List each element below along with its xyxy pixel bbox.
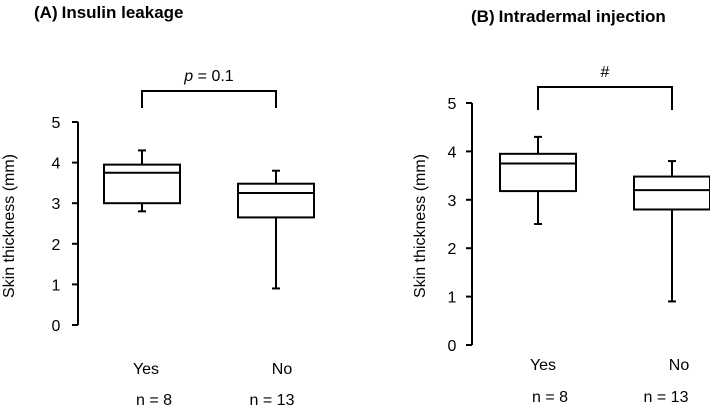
panel-b-category-yes: Yes <box>530 357 556 374</box>
box-yes <box>499 135 577 225</box>
panel-b-n-yes: n = 8 <box>532 389 568 405</box>
y-tick-label: 3 <box>52 196 61 213</box>
box-no <box>237 169 315 290</box>
y-tick-label: 5 <box>448 96 457 113</box>
y-tick-label: 4 <box>448 144 457 161</box>
iqr-box <box>633 175 710 211</box>
panel-a-category-yes: Yes <box>133 361 159 378</box>
panel-b-y-axis-label: Skin thickness (mm) <box>412 154 429 298</box>
y-tick-label: 1 <box>52 277 61 294</box>
y-tick-label: 4 <box>52 156 61 173</box>
y-tick-label: 2 <box>52 237 61 254</box>
panel-a-y-ticks: 0 1 2 3 4 5 <box>52 115 78 335</box>
panel-b-hash-annotation: # <box>601 64 610 81</box>
panel-a-category-no: No <box>272 361 293 378</box>
panel-a-significance-bracket <box>141 90 277 108</box>
y-tick-label: 0 <box>52 318 61 335</box>
iqr-box <box>499 152 577 193</box>
panel-a-title: (A)Insulin leakage <box>34 3 184 22</box>
panel-a-n-no: n = 13 <box>250 392 295 405</box>
y-tick-label: 2 <box>448 241 457 258</box>
panel-b-boxes <box>499 135 710 303</box>
panel-a-y-axis-label: Skin thickness (mm) <box>1 154 18 298</box>
y-tick-label: 5 <box>52 115 61 132</box>
iqr-box <box>103 163 181 205</box>
panel-b-y-ticks: 0 1 2 3 4 5 <box>448 96 472 355</box>
panel-a-p-value: p = 0.1 <box>183 68 233 85</box>
y-tick-label: 0 <box>448 338 457 355</box>
box-no <box>633 160 710 303</box>
panel-a-boxes <box>103 149 315 290</box>
y-tick-label: 1 <box>448 290 457 307</box>
box-yes <box>103 149 181 213</box>
panel-b-significance-bracket <box>537 86 673 110</box>
panel-a-n-yes: n = 8 <box>136 392 172 405</box>
panel-b-title: (B)Intradermal injection <box>471 7 666 26</box>
panel-a: (A)Insulin leakage Skin thickness (mm) 0… <box>1 3 315 405</box>
iqr-box <box>237 182 315 219</box>
panel-b-n-no: n = 13 <box>644 389 689 405</box>
panel-b-category-no: No <box>669 357 690 374</box>
y-tick-label: 3 <box>448 193 457 210</box>
panel-b: (B)Intradermal injection Skin thickness … <box>412 7 710 405</box>
